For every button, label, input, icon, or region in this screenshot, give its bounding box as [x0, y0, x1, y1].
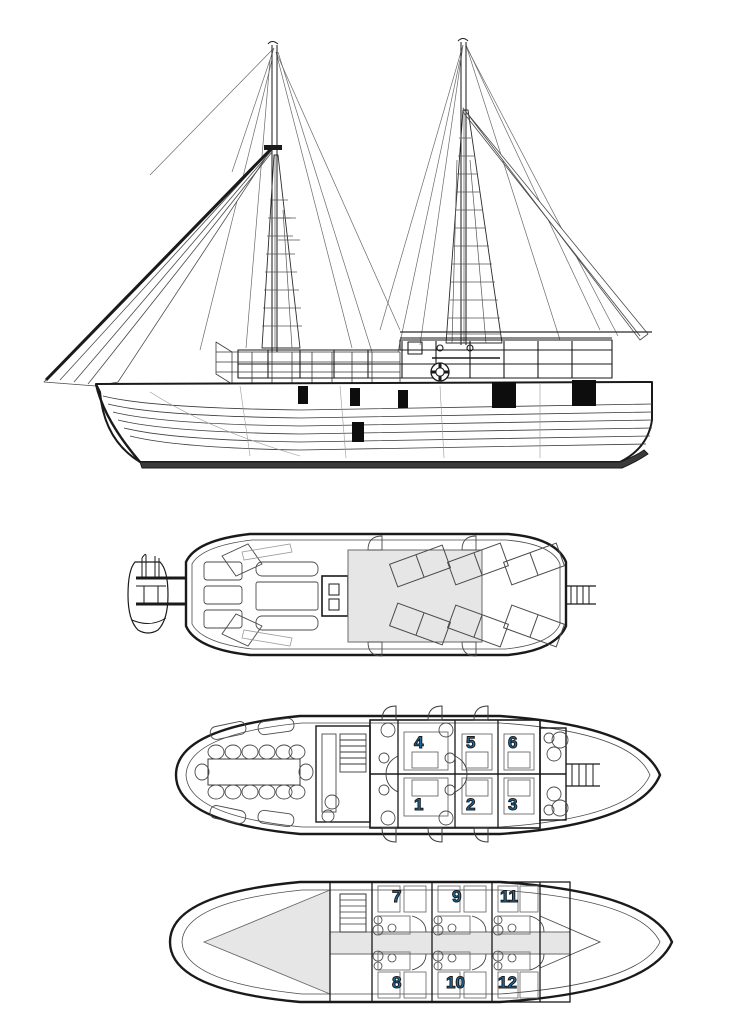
bowsprit: [44, 146, 274, 382]
dining-chair: [194, 744, 314, 800]
cabin-number-12: 12: [498, 973, 517, 992]
standing-rigging: [149, 44, 619, 353]
sun-lounger: [388, 602, 566, 648]
bathroom-fixture: [372, 915, 517, 971]
cabin-block: [369, 705, 541, 843]
deck-table: [255, 561, 319, 631]
staircase: [339, 893, 367, 933]
fore-sail: [261, 154, 302, 349]
life-ring-icon: [430, 362, 450, 382]
cabin-number-7: 7: [392, 887, 401, 906]
side-profile-view: [0, 0, 729, 500]
lower-deck-plan: 7 9 11 8 10 12: [0, 860, 729, 1024]
cabin-grid: [329, 881, 571, 1003]
deckhouse-roof: [347, 549, 483, 643]
aft-head-block: [539, 727, 569, 821]
cabin-number-6: 6: [508, 733, 517, 752]
corridor: [329, 931, 571, 955]
main-staysail: [462, 107, 649, 341]
sun-deck-plan: [0, 500, 729, 690]
stern-ladder: [566, 585, 596, 605]
deckhouse: [237, 337, 613, 379]
cabin-number-11: 11: [500, 887, 518, 906]
hull-opening: [492, 380, 596, 408]
bathroom-fixture: [378, 722, 456, 826]
staircase: [339, 733, 367, 773]
cabin-number-5: 5: [466, 733, 475, 752]
stern-ladder: [566, 763, 600, 787]
cabin-number-4: 4: [414, 733, 424, 752]
fore-mast: [264, 41, 282, 352]
dining-area: [194, 717, 314, 828]
cabin-number-1: 1: [414, 795, 423, 814]
cabin-number-9: 9: [452, 887, 461, 906]
hull: [94, 381, 653, 469]
main-sail: [445, 109, 503, 344]
cabin-number-8: 8: [392, 973, 401, 992]
main-mast: [457, 38, 469, 345]
cabin-number-10: 10: [446, 973, 465, 992]
hull-porthole: [298, 386, 408, 442]
sofa: [209, 717, 295, 828]
cabin-number-3: 3: [508, 795, 517, 814]
cabin-number-2: 2: [466, 795, 475, 814]
sun-lounger: [388, 542, 566, 588]
dining-table: [207, 758, 301, 786]
bow-anchor-assembly: [127, 553, 190, 634]
bench-seat: [221, 543, 263, 647]
cabin-fixtures: [403, 731, 535, 817]
main-deck-plan: 4 5 6 1 2 3: [0, 690, 729, 860]
deck-seat: [203, 561, 243, 629]
